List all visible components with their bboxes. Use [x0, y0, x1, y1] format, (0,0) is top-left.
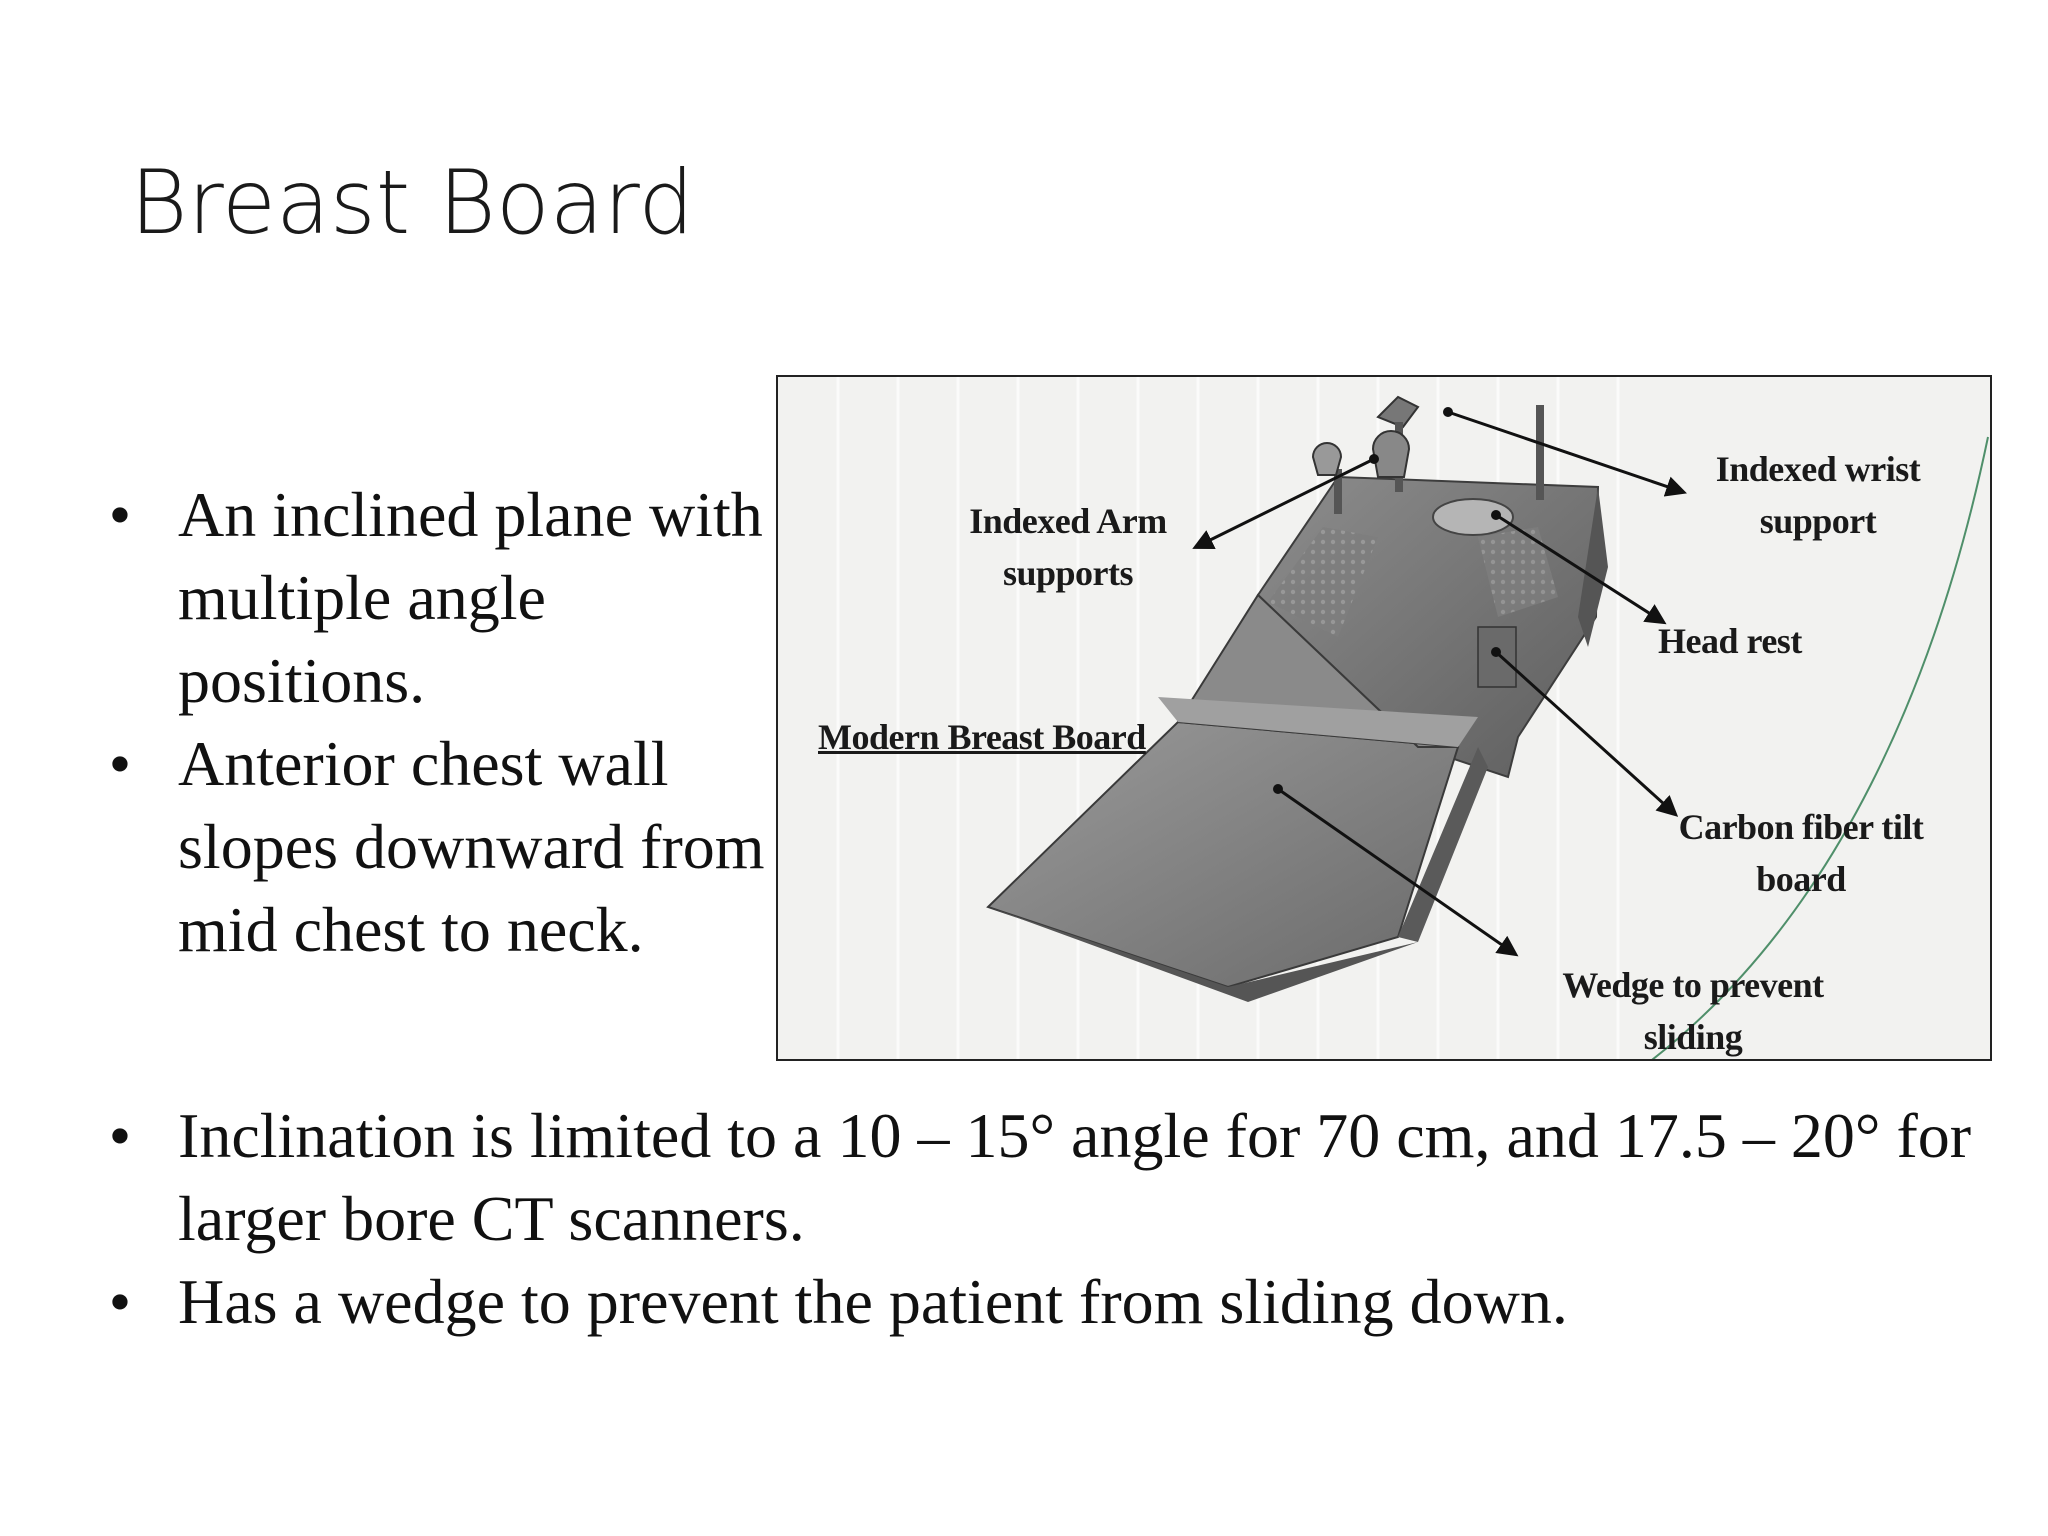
- label-line: Wedge to prevent: [1562, 965, 1824, 1005]
- green-curve: [1651, 436, 1989, 1059]
- list-item: • Anterior chest wall slopes downward fr…: [100, 722, 780, 971]
- bullet-text: Anterior chest wall slopes downward from…: [178, 728, 765, 965]
- label-line: Indexed Arm: [969, 501, 1167, 541]
- modern-breast-board-label: Modern Breast Board: [818, 711, 1178, 763]
- label-line: sliding: [1643, 1017, 1743, 1057]
- label-line: Modern Breast Board: [818, 717, 1146, 757]
- label-line: Indexed wrist: [1715, 449, 1921, 489]
- label-line: support: [1759, 501, 1877, 541]
- breast-board-illustration: [836, 377, 1989, 1059]
- indexed-arm-supports-label: Indexed Arm supports: [953, 495, 1183, 599]
- pointer-lines: [1192, 410, 1687, 957]
- breast-board-figure: Indexed Arm supports Indexed wrist suppo…: [776, 375, 1992, 1061]
- bullet-marker: •: [108, 1100, 132, 1171]
- bullet-text: An inclined plane with multiple angle po…: [178, 479, 763, 716]
- label-line: Head rest: [1658, 621, 1802, 661]
- list-item: • Inclination is limited to a 10 – 15° a…: [100, 1094, 1980, 1260]
- bottom-bullet-list: • Inclination is limited to a 10 – 15° a…: [100, 1094, 1980, 1343]
- bullet-text: Inclination is limited to a 10 – 15° ang…: [178, 1100, 1972, 1254]
- bullet-marker: •: [108, 479, 132, 550]
- bullet-marker: •: [108, 728, 132, 799]
- list-item: • Has a wedge to prevent the patient fro…: [100, 1260, 1980, 1343]
- slide-title: Breast Board: [130, 151, 695, 254]
- carbon-fiber-tilt-board-label: Carbon fiber tilt board: [1666, 801, 1936, 905]
- wedge-label: Wedge to prevent sliding: [1543, 959, 1843, 1059]
- indexed-wrist-support-label: Indexed wrist support: [1688, 443, 1948, 547]
- label-line: Carbon fiber tilt: [1678, 807, 1924, 847]
- board-body: [1256, 395, 1608, 779]
- bullet-text: Has a wedge to prevent the patient from …: [178, 1266, 1568, 1337]
- head-rest-label: Head rest: [1658, 615, 1858, 667]
- bullet-marker: •: [108, 1266, 132, 1337]
- label-line: supports: [1002, 553, 1134, 593]
- wedge: [986, 593, 1488, 1002]
- left-bullet-list: • An inclined plane with multiple angle …: [100, 473, 780, 971]
- label-line: board: [1756, 859, 1846, 899]
- list-item: • An inclined plane with multiple angle …: [100, 473, 780, 722]
